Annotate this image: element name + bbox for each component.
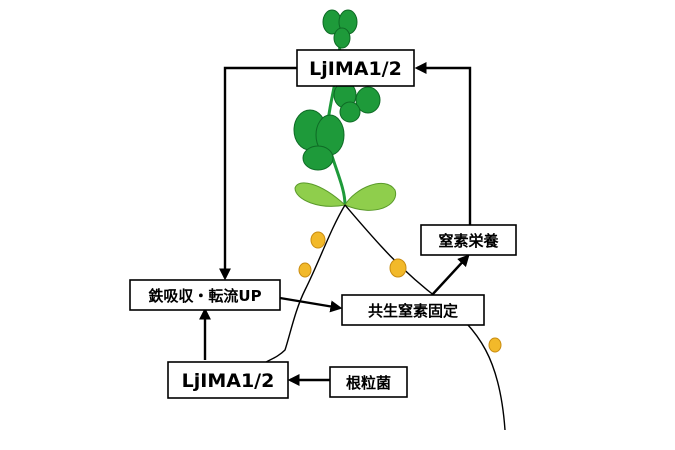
node-top-ljima-label: LjIMA1/2 <box>309 58 402 80</box>
node-nitrogen-nutrition: 窒素栄養 <box>420 224 517 256</box>
large-leaflets <box>293 109 345 171</box>
node-nitrogen-nutrition-label: 窒素栄養 <box>438 232 499 250</box>
node-iron-uptake-label: 鉄吸収・転流UP <box>148 287 261 305</box>
node-rhizobia-label: 根粒菌 <box>346 374 391 392</box>
top-leaflets <box>322 9 358 49</box>
node-iron-uptake: 鉄吸収・転流UP <box>129 279 281 311</box>
node-symbiotic-fixation-label: 共生窒素固定 <box>368 302 458 320</box>
node-top-ljima: LjIMA1/2 <box>296 49 415 87</box>
arrows <box>199 62 472 386</box>
middle-leaflets <box>333 81 381 123</box>
cotyledons <box>294 182 397 211</box>
root-nodules <box>298 231 502 353</box>
node-root-ljima: LjIMA1/2 <box>167 361 289 399</box>
node-symbiotic-fixation: 共生窒素固定 <box>341 294 485 326</box>
root-left <box>254 204 346 371</box>
node-rhizobia: 根粒菌 <box>329 366 408 398</box>
node-root-ljima-label: LjIMA1/2 <box>182 370 275 392</box>
